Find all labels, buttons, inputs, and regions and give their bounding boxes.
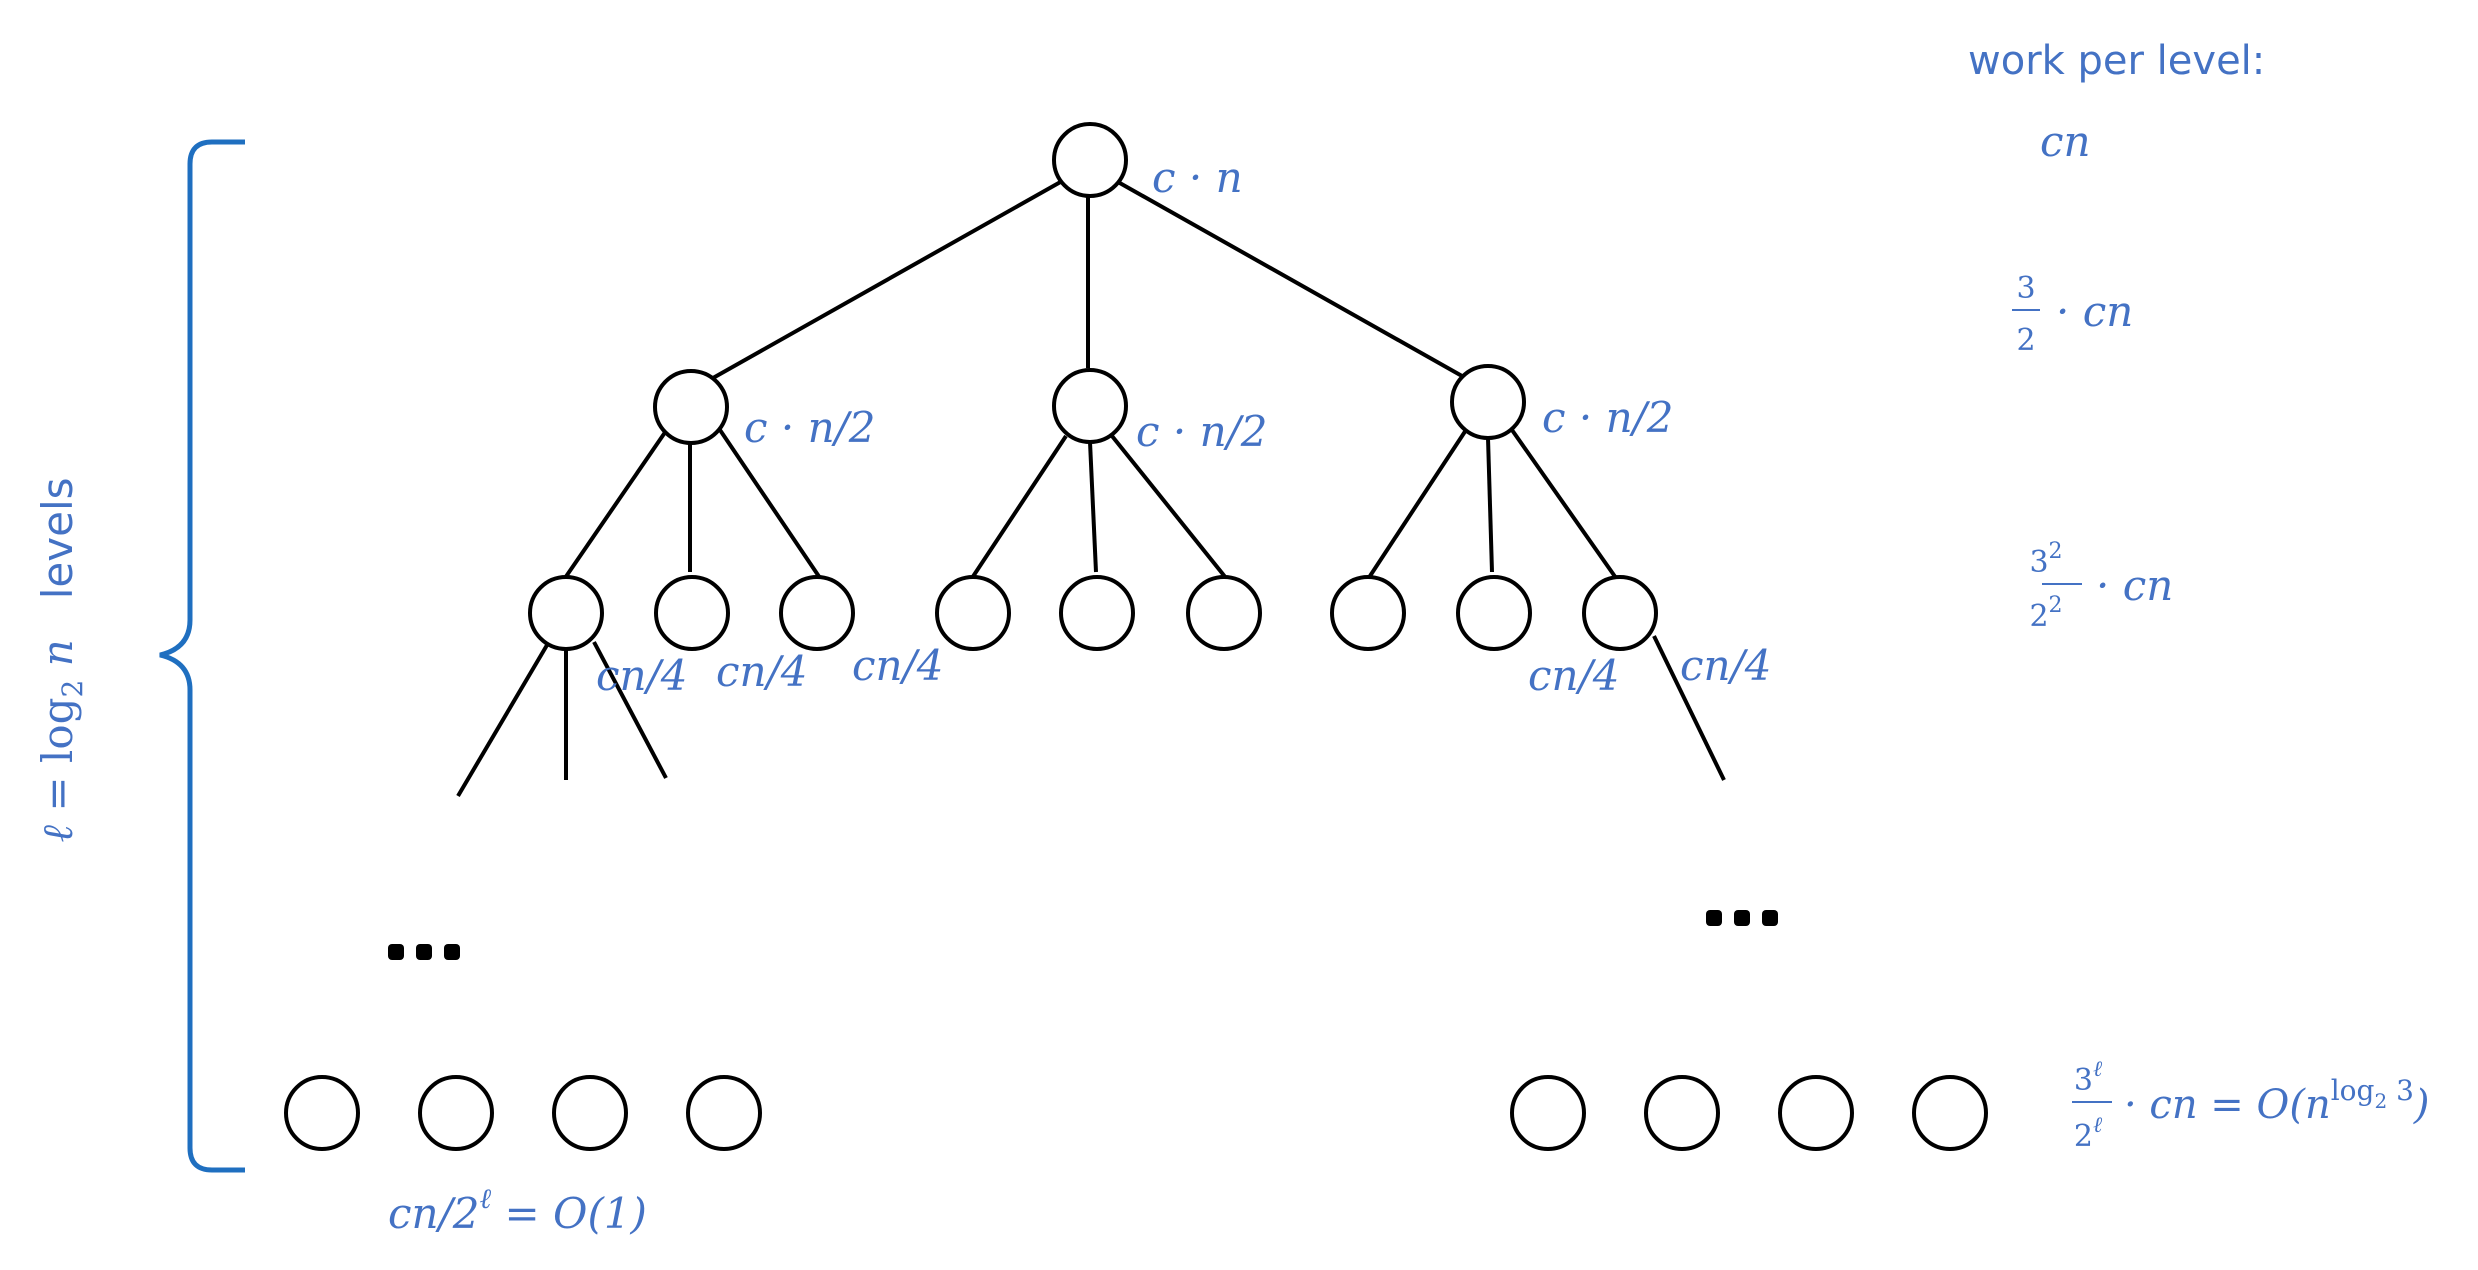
svg-text:32: 32 <box>2029 539 2062 580</box>
label-gc-9: cn/4 <box>1680 641 1771 690</box>
tree-node-gc-5 <box>1059 575 1135 651</box>
levels-log-base: 2 <box>56 680 89 698</box>
work-level-1-rest: · cn <box>2056 287 2133 336</box>
levels-word: levels <box>33 478 82 600</box>
svg-text:· cn = O(nlog2 3): · cn = O(nlog2 3) <box>2124 1074 2430 1128</box>
tree-leaf-1 <box>284 1075 360 1151</box>
tree-node-gc-3 <box>779 575 855 651</box>
tree-leaf-2 <box>418 1075 494 1151</box>
work-last-exp: log <box>2331 1074 2375 1107</box>
leaf-cost-suffix: = O(1) <box>491 1189 647 1238</box>
label-gc-8: cn/4 <box>1528 651 1619 700</box>
tree-leaf-4 <box>686 1075 762 1151</box>
work-per-level-heading: work per level: <box>1968 38 2265 84</box>
tree-leaf-7 <box>1778 1075 1854 1151</box>
label-leaf-cost: cn/2ℓ = O(1) <box>388 1182 647 1238</box>
work-last-exp-sub: 2 <box>2374 1089 2387 1113</box>
levels-log: = log <box>33 698 82 826</box>
edge-gc1-down-a <box>456 638 552 798</box>
tree-leaf-8 <box>1912 1075 1988 1151</box>
work-level-1: 3 2 · cn <box>2012 271 2133 358</box>
edge-root-right <box>1117 180 1463 378</box>
edge-right-gc8 <box>1486 437 1494 573</box>
label-gc-1: cn/4 <box>596 651 687 700</box>
label-gc-2: cn/4 <box>716 647 807 696</box>
work-level-1-den: 2 <box>2016 323 2035 358</box>
work-last-rest: · cn = O(n <box>2124 1082 2331 1128</box>
tree-node-child-mid <box>1052 368 1128 444</box>
work-last-den: 2 <box>2074 1119 2093 1154</box>
work-last-num-sup: ℓ <box>2093 1057 2103 1082</box>
work-last-exp-tail: 3 <box>2387 1074 2414 1107</box>
tree-node-gc-9 <box>1582 575 1658 651</box>
tree-node-gc-6 <box>1186 575 1262 651</box>
levels-brace <box>159 139 245 1173</box>
work-level-2-den-sup: 2 <box>2049 593 2063 618</box>
tree-leaf-5 <box>1510 1075 1586 1151</box>
tree-leaf-6 <box>1644 1075 1720 1151</box>
work-level-1-num: 3 <box>2016 271 2035 306</box>
svg-text:22: 22 <box>2029 593 2062 634</box>
edge-mid-gc6 <box>1110 434 1228 580</box>
tree-node-gc-7 <box>1330 575 1406 651</box>
leaf-cost-sup: ℓ <box>479 1182 491 1215</box>
label-child-mid: c · n/2 <box>1136 407 1268 456</box>
tree-node-gc-8 <box>1456 575 1532 651</box>
work-level-2-rest: · cn <box>2096 561 2173 610</box>
work-last-num: 3 <box>2074 1063 2093 1098</box>
ellipsis-left <box>388 944 460 960</box>
svg-text:2ℓ: 2ℓ <box>2074 1113 2103 1154</box>
edge-mid-gc5 <box>1088 441 1098 573</box>
levels-label: ℓ = log2 n levels <box>33 478 89 843</box>
tree-leaf-3 <box>552 1075 628 1151</box>
levels-ell: ℓ <box>33 825 82 843</box>
work-level-2-den: 2 <box>2029 599 2048 634</box>
levels-n: n <box>33 639 82 679</box>
edge-gc9-down <box>1652 635 1726 781</box>
label-child-right: c · n/2 <box>1542 393 1674 442</box>
work-level-last: 3ℓ 2ℓ · cn = O(nlog2 3) <box>2072 1057 2430 1154</box>
tree-node-root <box>1052 122 1128 198</box>
edge-mid-gc4 <box>970 434 1068 580</box>
tree-node-child-left <box>653 369 729 445</box>
tree-node-gc-4 <box>935 575 1011 651</box>
ellipsis-right <box>1706 910 1778 926</box>
leaf-cost-prefix: cn/2 <box>388 1189 479 1238</box>
tree-node-gc-2 <box>654 575 730 651</box>
label-child-left: c · n/2 <box>744 403 876 452</box>
work-level-2-num: 3 <box>2029 545 2048 580</box>
label-gc-3: cn/4 <box>852 641 943 690</box>
tree-node-child-right <box>1450 364 1526 440</box>
edge-left-gc3 <box>718 428 822 580</box>
work-last-den-sup: ℓ <box>2093 1113 2103 1138</box>
edge-gc1-down-c <box>592 641 668 779</box>
work-level-2-num-sup: 2 <box>2049 539 2063 564</box>
svg-text:3ℓ: 3ℓ <box>2074 1057 2103 1098</box>
edge-left-gc1 <box>563 426 670 580</box>
edge-right-gc7 <box>1368 428 1468 578</box>
edge-right-gc9 <box>1510 428 1618 580</box>
svg-text:ℓ = log2 nlevels: ℓ = log2 n levels <box>33 478 89 843</box>
tree-node-gc-1 <box>528 575 604 651</box>
edge-root-left <box>712 178 1065 380</box>
work-last-close: ) <box>2413 1082 2430 1128</box>
work-level-0: cn <box>2040 117 2091 166</box>
label-root: c · n <box>1152 153 1243 202</box>
work-level-2: 32 22 · cn <box>2029 539 2173 634</box>
